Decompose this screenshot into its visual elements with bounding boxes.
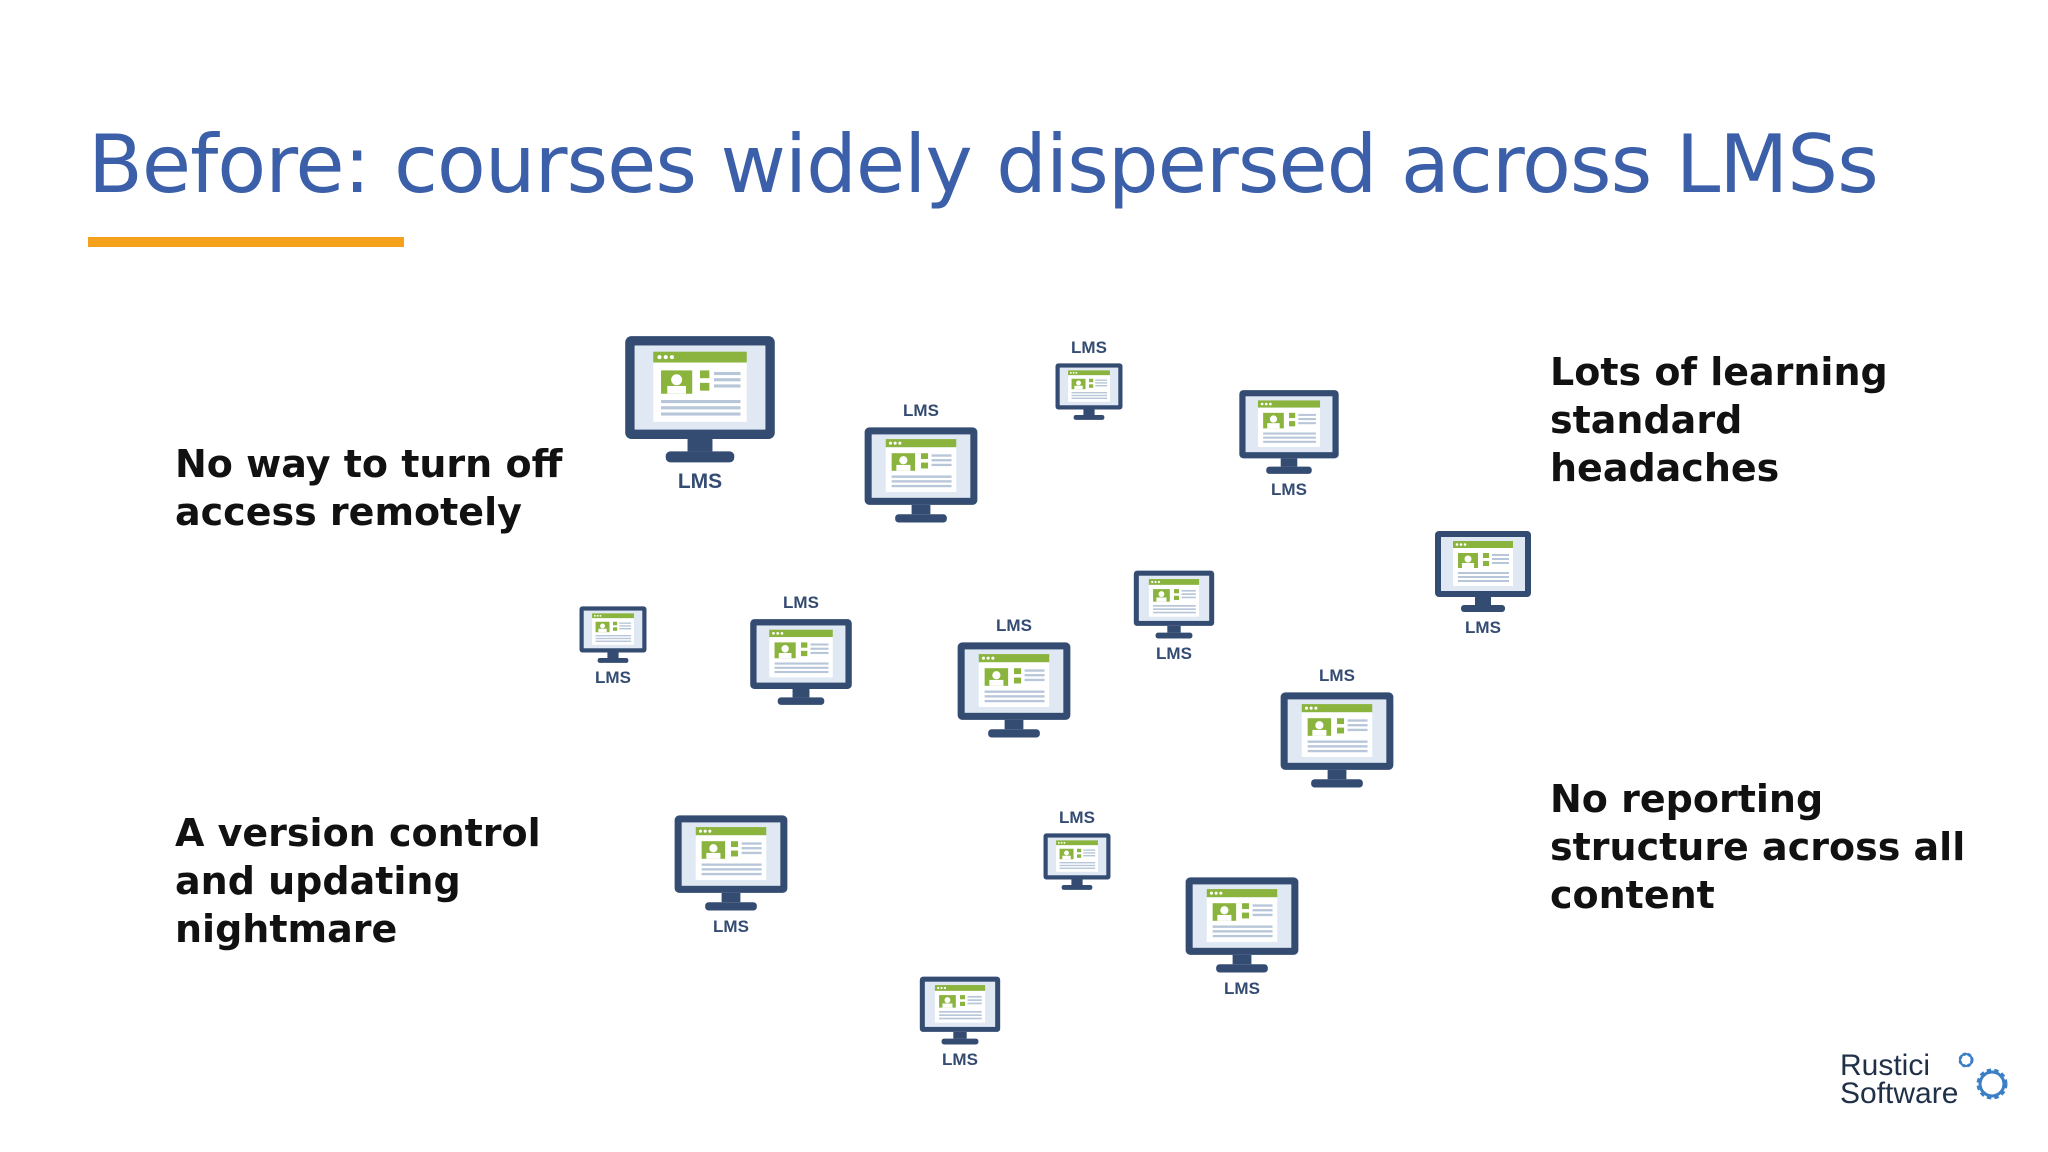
lms-label: LMS [942, 1050, 978, 1069]
monitor-icon [1133, 570, 1215, 639]
large-gear-icon [1976, 1068, 2008, 1100]
logo-line-1: Rustici [1840, 1049, 1931, 1082]
monitor-icon [1280, 692, 1394, 788]
monitor-icon [674, 815, 788, 911]
lms-monitor-1: LMS [622, 333, 778, 492]
lms-monitor-4: LMS [1237, 388, 1341, 498]
small-gear-icon [1958, 1052, 1974, 1068]
lms-monitor-9: LMS [955, 617, 1073, 741]
lms-label: LMS [713, 917, 749, 936]
lms-label: LMS [1271, 480, 1307, 499]
monitor-icon [579, 606, 647, 663]
monitor-icon [957, 642, 1071, 738]
lms-monitor-7: LMS [578, 605, 648, 686]
logo-line-2: Software [1840, 1077, 1959, 1110]
title-accent-bar [88, 237, 404, 247]
lms-label: LMS [996, 616, 1032, 635]
lms-label: LMS [1465, 618, 1501, 637]
slide-title: Before: courses widely dispersed across … [88, 118, 1879, 211]
lms-monitor-14: LMS [918, 975, 1002, 1068]
lms-monitor-8: LMS [748, 594, 854, 708]
monitor-icon [919, 976, 1001, 1045]
monitor-icon [625, 336, 775, 463]
lms-monitor-12: LMS [1042, 809, 1112, 892]
lms-monitor-5: LMS [1433, 529, 1533, 636]
monitor-icon [1043, 833, 1111, 890]
lms-monitor-11: LMS [672, 813, 790, 935]
monitor-icon [1435, 531, 1531, 612]
lms-label: LMS [1059, 808, 1095, 827]
monitor-icon [1239, 390, 1339, 474]
lms-label: LMS [903, 401, 939, 420]
callout-reporting-structure: No reporting structure across all conten… [1550, 777, 1966, 917]
monitor-icon [1185, 877, 1299, 973]
lms-monitor-3: LMS [1054, 339, 1124, 422]
rustici-logo: Rustici Software [1840, 1048, 2020, 1118]
callout-remote-access: No way to turn off access remotely [175, 442, 563, 534]
lms-monitor-13: LMS [1183, 875, 1301, 997]
lms-label: LMS [783, 593, 819, 612]
monitor-icon [1055, 363, 1123, 420]
lms-label: LMS [677, 470, 723, 493]
lms-label: LMS [1224, 979, 1260, 998]
lms-monitor-2: LMS [862, 402, 980, 526]
callout-learning-standards: Lots of learning standard headaches [1550, 350, 1888, 490]
lms-label: LMS [1156, 644, 1192, 663]
lms-label: LMS [595, 668, 631, 687]
lms-monitor-6: LMS [1132, 569, 1216, 662]
monitor-icon [750, 619, 852, 705]
monitor-icon [864, 427, 978, 523]
lms-label: LMS [1319, 666, 1355, 685]
lms-label: LMS [1071, 338, 1107, 357]
callout-version-control: A version control and updating nightmare [175, 811, 541, 951]
lms-monitor-10: LMS [1278, 667, 1396, 791]
